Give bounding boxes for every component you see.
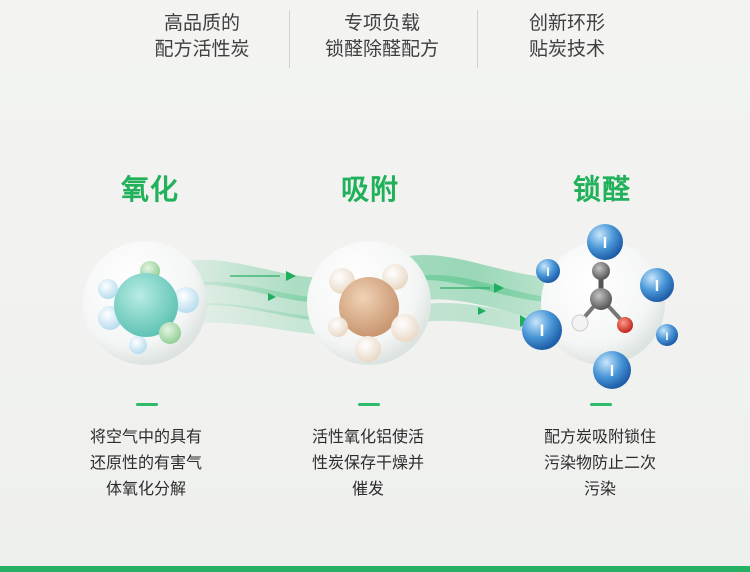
bubble-label: I	[603, 235, 607, 252]
desc-line: 体氧化分解	[105, 479, 186, 498]
oxidation-molecule	[83, 241, 207, 365]
bubble: I	[587, 224, 623, 260]
iodine-bubbles: I I I I I I	[522, 224, 678, 389]
desc-line: 污染	[583, 479, 616, 498]
bubble-label: I	[655, 278, 659, 295]
feature-formula: 专项负载 锁醛除醛配方	[287, 10, 477, 62]
bubble: I	[536, 259, 560, 283]
step-divider	[358, 403, 380, 406]
desc-line: 将空气中的具有	[89, 427, 202, 446]
flow-arrows	[230, 271, 530, 327]
feature-line: 高品质的	[163, 12, 240, 34]
process-illustration: I I I I I I	[83, 224, 678, 389]
step-title-adsorption: 吸附	[340, 173, 399, 206]
divider	[477, 10, 478, 68]
step-description-lock: 配方炭吸附锁住 污染物防止二次 污染	[500, 424, 700, 502]
step-title-lock-formaldehyde: 锁醛	[572, 173, 631, 206]
step-divider	[590, 403, 612, 406]
feature-line: 贴炭技术	[528, 38, 605, 60]
desc-line: 催发	[351, 479, 384, 498]
locking-molecule	[541, 241, 665, 365]
feature-activated-carbon: 高品质的 配方活性炭	[107, 10, 297, 62]
bubble: I	[522, 310, 562, 350]
feature-line: 专项负载	[343, 12, 420, 34]
bubble: I	[593, 351, 631, 389]
feature-row: 高品质的 配方活性炭 专项负载 锁醛除醛配方 创新环形 贴炭技术	[0, 10, 750, 68]
bubble-label: I	[540, 321, 545, 340]
step-description-adsorption: 活性氧化铝使活 性炭保存干燥并 催发	[268, 424, 468, 502]
feature-line: 配方活性炭	[154, 38, 250, 60]
feature-line: 创新环形	[528, 12, 605, 34]
step-title-oxidation: 氧化	[120, 173, 179, 206]
step-description-oxidation: 将空气中的具有 还原性的有害气 体氧化分解	[46, 424, 246, 502]
bubble-label: I	[665, 331, 668, 343]
bubble-label: I	[610, 363, 614, 380]
adsorption-molecule	[307, 241, 431, 365]
desc-line: 还原性的有害气	[89, 453, 202, 472]
desc-line: 配方炭吸附锁住	[543, 427, 656, 446]
bubble-label: I	[546, 265, 549, 279]
feature-ring-technology: 创新环形 贴炭技术	[472, 10, 662, 62]
bubble: I	[640, 268, 674, 302]
bubble: I	[656, 324, 678, 346]
desc-line: 性炭保存干燥并	[311, 453, 424, 472]
step-divider	[136, 403, 158, 406]
divider	[289, 10, 290, 68]
desc-line: 污染物防止二次	[543, 453, 656, 472]
feature-line: 锁醛除醛配方	[324, 38, 439, 60]
bottom-accent-bar	[0, 566, 750, 572]
desc-line: 活性氧化铝使活	[311, 427, 424, 446]
